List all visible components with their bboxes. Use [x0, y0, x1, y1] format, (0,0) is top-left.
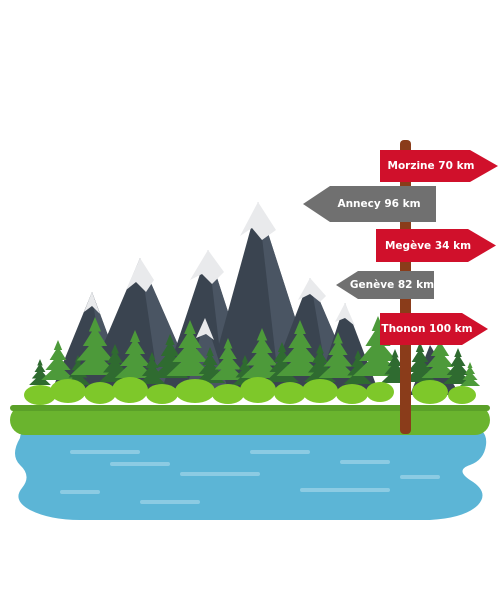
- pine-tree: [41, 340, 75, 380]
- water-reflections: [60, 450, 440, 504]
- grass-band: [10, 405, 490, 435]
- pine-tree: [210, 338, 246, 380]
- pine-tree: [459, 362, 481, 386]
- pine-tree: [318, 332, 358, 378]
- sign-arrow-right: [380, 313, 488, 345]
- sign-arrow-right: [376, 229, 496, 262]
- pine-tree: [29, 359, 51, 385]
- pine-tree: [352, 316, 404, 376]
- snow-caps: [84, 202, 355, 340]
- sign-arrow-left: [303, 186, 436, 222]
- bushes: [24, 377, 476, 405]
- pine-tree: [166, 320, 214, 376]
- pine-tree: [442, 348, 474, 384]
- pine-tree: [421, 334, 459, 378]
- forest: [29, 316, 481, 386]
- pine-tree: [241, 328, 283, 378]
- sign-arrow-left: [336, 271, 434, 299]
- pine-tree: [276, 320, 324, 376]
- pine-tree: [114, 330, 156, 378]
- sign-arrow-right: [380, 150, 498, 182]
- direction-signs: [303, 150, 498, 345]
- pine-tree: [70, 317, 120, 375]
